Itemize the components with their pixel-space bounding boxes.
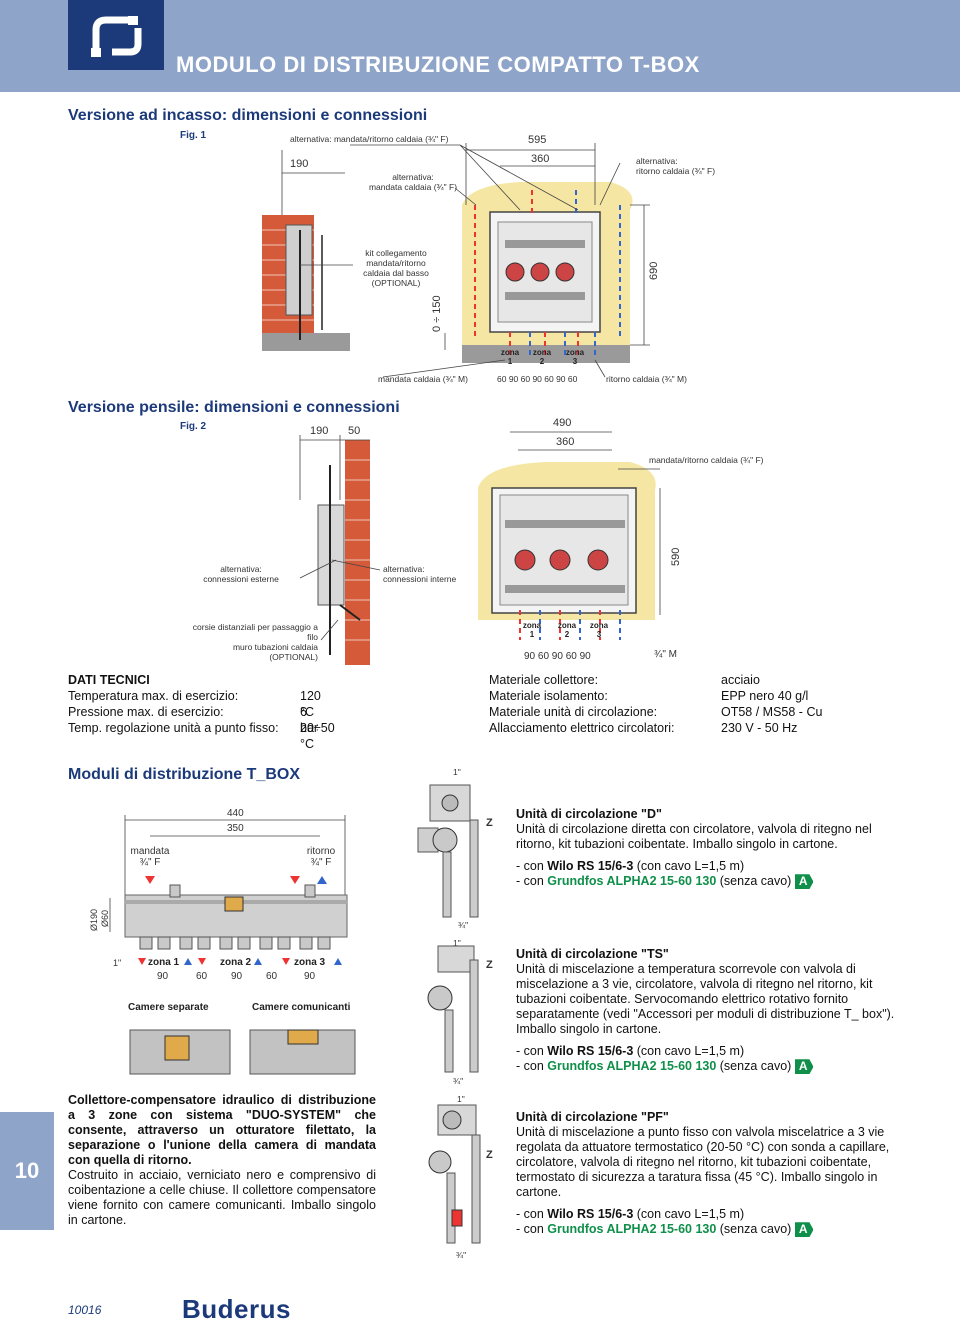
header-bar: MODULO DI DISTRIBUZIONE COMPATTO T-BOX xyxy=(0,0,960,92)
space-90-c: 90 xyxy=(304,971,316,982)
unit-pf-top-1in: 1" xyxy=(457,1094,465,1104)
unit-pf-text: Unità di miscelazione a punto fisso con … xyxy=(516,1125,890,1199)
dati-heading: DATI TECNICI xyxy=(68,673,150,687)
dim-190-b: 190 xyxy=(310,425,329,437)
fig-2-drawing xyxy=(299,431,661,665)
alt-interne-label: alternativa: connessioni interne xyxy=(383,564,457,584)
dati-tecnici-left: DATI TECNICI Temperatura max. di eserciz… xyxy=(68,673,335,751)
unit-d-block: Unità di circolazione "D" Unità di circo… xyxy=(516,807,896,890)
section-title-moduli: Moduli di distribuzione T_BOX xyxy=(68,766,300,783)
fig-1-drawing xyxy=(262,143,650,378)
dim-d190: Ø190 xyxy=(89,908,99,931)
collettore-bold-text: Collettore-compensatore idraulico di dis… xyxy=(68,1093,376,1167)
camere-comunicanti-label: Camere comunicanti xyxy=(252,1002,351,1013)
unit-ts-top-1in: 1" xyxy=(453,938,461,948)
alt-top-label: alternativa: mandata/ritorno caldaia (¾"… xyxy=(290,134,449,144)
dim-360: 360 xyxy=(531,153,550,165)
buderus-logo: Buderus xyxy=(182,1294,291,1324)
unit-d-top-1in: 1" xyxy=(453,767,461,777)
page-number: 10 xyxy=(0,1112,54,1230)
corsie-label: corsie distanziali per passaggio a filo … xyxy=(192,622,318,662)
document-code: 10016 xyxy=(68,1303,102,1317)
zona-3-collettore: zona 3 xyxy=(294,957,326,968)
section-title-incasso: Versione ad incasso: dimensioni e connes… xyxy=(68,107,428,124)
dim-360-b: 360 xyxy=(556,436,575,448)
mandata-bottom-label: mandata caldaia (¾" M) xyxy=(378,374,468,384)
ritorno-bottom-label: ritorno caldaia (¾" M) xyxy=(606,374,687,384)
unit-pf-z: Z xyxy=(486,1149,493,1161)
unit-pf-bottom-34: ¾" xyxy=(456,1250,467,1260)
section-title-pensile: Versione pensile: dimensioni e connessio… xyxy=(68,399,400,416)
unit-d-z: Z xyxy=(486,817,493,829)
alt-mandata-label: alternativa: mandata caldaia (¾" F) xyxy=(368,172,458,192)
mandata-ritorno-label: mandata/ritorno caldaia (¾" F) xyxy=(649,455,764,465)
dim-440: 440 xyxy=(227,808,244,819)
fig-1-label: Fig. 1 xyxy=(180,130,207,141)
pipe-logo-icon xyxy=(68,0,164,70)
space-60-a: 60 xyxy=(196,971,208,982)
m34-label: ¾" M xyxy=(654,649,677,660)
class-a-badge: A xyxy=(794,1222,814,1238)
dim-190: 190 xyxy=(290,158,309,170)
alt-esterne-label: alternativa: connessioni esterne xyxy=(203,564,279,584)
dim-50: 50 xyxy=(348,425,361,437)
one-inch-label: 1" xyxy=(113,958,122,968)
unit-ts-bottom-34: ¾" xyxy=(453,1076,464,1086)
camere-separate-label: Camere separate xyxy=(128,1002,209,1013)
dim-350: 350 xyxy=(227,823,244,834)
unit-pf-title: Unità di circolazione "PF" xyxy=(516,1110,669,1124)
unit-pf-block: Unità di circolazione "PF" Unità di misc… xyxy=(516,1110,896,1238)
spacing-fig2: 90 60 90 60 90 xyxy=(524,651,591,662)
fig-2-label: Fig. 2 xyxy=(180,421,207,432)
unit-ts-text: Unità di miscelazione a temperatura scor… xyxy=(516,962,895,1036)
class-a-badge: A xyxy=(794,874,814,890)
dim-d60: Ø60 xyxy=(100,909,110,927)
unit-ts-title: Unità di circolazione "TS" xyxy=(516,947,669,961)
page-title: MODULO DI DISTRIBUZIONE COMPATTO T-BOX xyxy=(176,52,700,77)
dim-595: 595 xyxy=(528,134,547,146)
space-90-a: 90 xyxy=(157,971,169,982)
collettore-block: Collettore-compensatore idraulico di dis… xyxy=(68,1093,376,1228)
space-90-b: 90 xyxy=(231,971,243,982)
space-60-b: 60 xyxy=(266,971,278,982)
collettore-text: Costruito in acciaio, verniciato nero e … xyxy=(68,1168,376,1227)
kit-label: kit collegamento mandata/ritorno caldaia… xyxy=(363,248,429,288)
unit-d-title: Unità di circolazione "D" xyxy=(516,807,662,821)
dati-tecnici-right: Materiale collettore:acciaio Materiale i… xyxy=(489,673,823,735)
zona-1-collettore: zona 1 xyxy=(148,957,180,968)
dim-490: 490 xyxy=(553,417,572,429)
unit-ts-z: Z xyxy=(486,959,493,971)
unit-ts-block: Unità di circolazione "TS" Unità di misc… xyxy=(516,947,895,1075)
unit-d-bottom-34: ¾" xyxy=(458,920,469,930)
zona-2-collettore: zona 2 xyxy=(220,957,252,968)
spacing-fig1: 60 90 60 90 60 90 60 xyxy=(497,374,578,384)
alt-ritorno-label: alternativa: ritorno caldaia (¾" F) xyxy=(636,156,716,176)
unit-d-text: Unità di circolazione diretta con circol… xyxy=(516,822,872,851)
class-a-badge: A xyxy=(794,1059,814,1075)
